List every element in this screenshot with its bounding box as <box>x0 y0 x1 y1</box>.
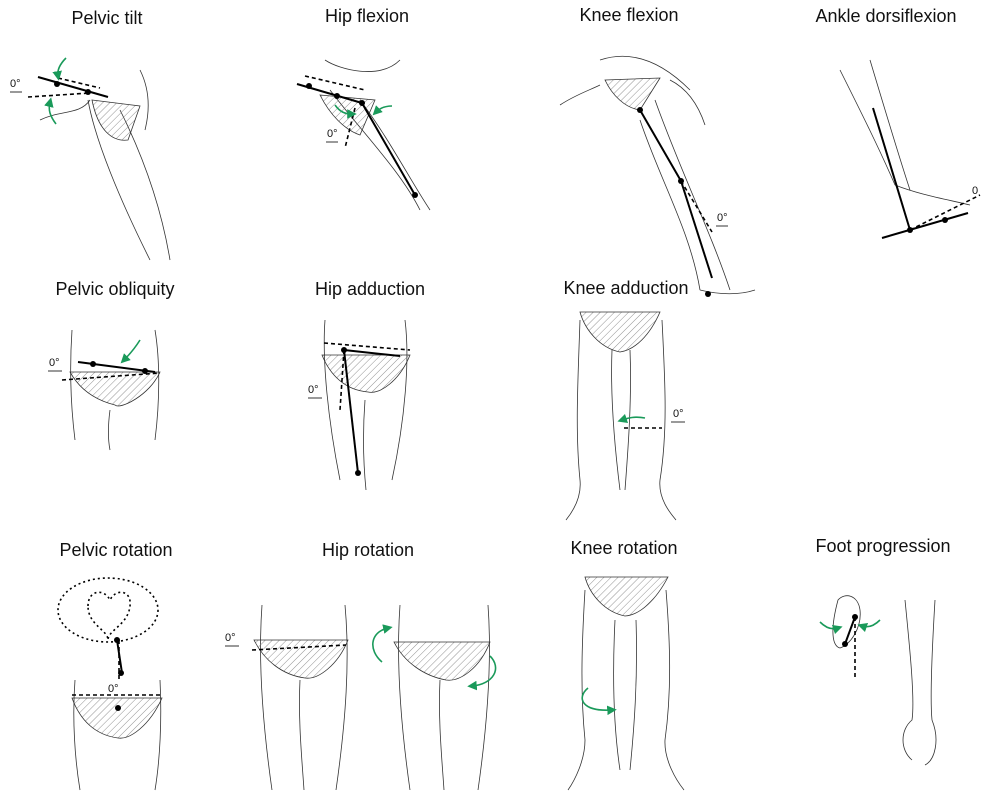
knee-adduction-title: Knee adduction <box>563 278 688 299</box>
zero-degree-label: 0° <box>673 408 684 420</box>
rotation-arrow-icon <box>124 340 140 360</box>
pelvic-obliquity-illustration <box>48 330 160 450</box>
rotation-arrow-icon <box>58 58 66 76</box>
rotation-arrow-icon <box>376 106 392 112</box>
knee-flexion-title: Knee flexion <box>579 5 678 26</box>
zero-degree-label: 0° <box>308 384 319 396</box>
hip-rotation-title: Hip rotation <box>322 540 414 561</box>
knee-flexion-illustration <box>560 56 755 297</box>
hip-flexion-illustration <box>297 60 430 210</box>
rotation-arrow-icon <box>373 628 388 662</box>
rotation-arrow-icon <box>862 620 880 627</box>
ankle-dorsiflexion-illustration <box>840 60 980 238</box>
rotation-arrow-icon <box>582 688 612 710</box>
zero-degree-label: 0° <box>225 632 236 644</box>
hip-adduction-title: Hip adduction <box>315 279 425 300</box>
hip-flexion-title: Hip flexion <box>325 6 409 27</box>
hip-rotation-illustration <box>225 605 496 790</box>
ankle-dorsiflexion-title: Ankle dorsiflexion <box>815 6 956 27</box>
knee-adduction-illustration <box>566 312 685 520</box>
knee-rotation-title: Knee rotation <box>570 538 677 559</box>
pelvic-rotation-title: Pelvic rotation <box>59 540 172 561</box>
zero-degree-label: 0° <box>10 78 21 90</box>
zero-degree-label: 0° <box>717 212 728 224</box>
knee-rotation-illustration <box>568 577 684 790</box>
pelvic-obliquity-title: Pelvic obliquity <box>55 279 174 300</box>
pelvic-tilt-title: Pelvic tilt <box>71 8 142 29</box>
rotation-arrow-icon <box>820 622 838 629</box>
foot-progression-illustration <box>820 596 936 765</box>
rotation-arrow-icon <box>622 417 645 420</box>
rotation-arrow-icon <box>49 102 56 124</box>
zero-degree-label: 0° <box>49 357 60 369</box>
zero-degree-label: 0 <box>972 185 978 197</box>
foot-progression-title: Foot progression <box>815 536 950 557</box>
zero-degree-label: 0° <box>327 128 338 140</box>
hip-adduction-illustration <box>308 320 410 490</box>
zero-degree-label: 0° <box>108 683 119 695</box>
pelvic-tilt-illustration <box>10 58 170 260</box>
